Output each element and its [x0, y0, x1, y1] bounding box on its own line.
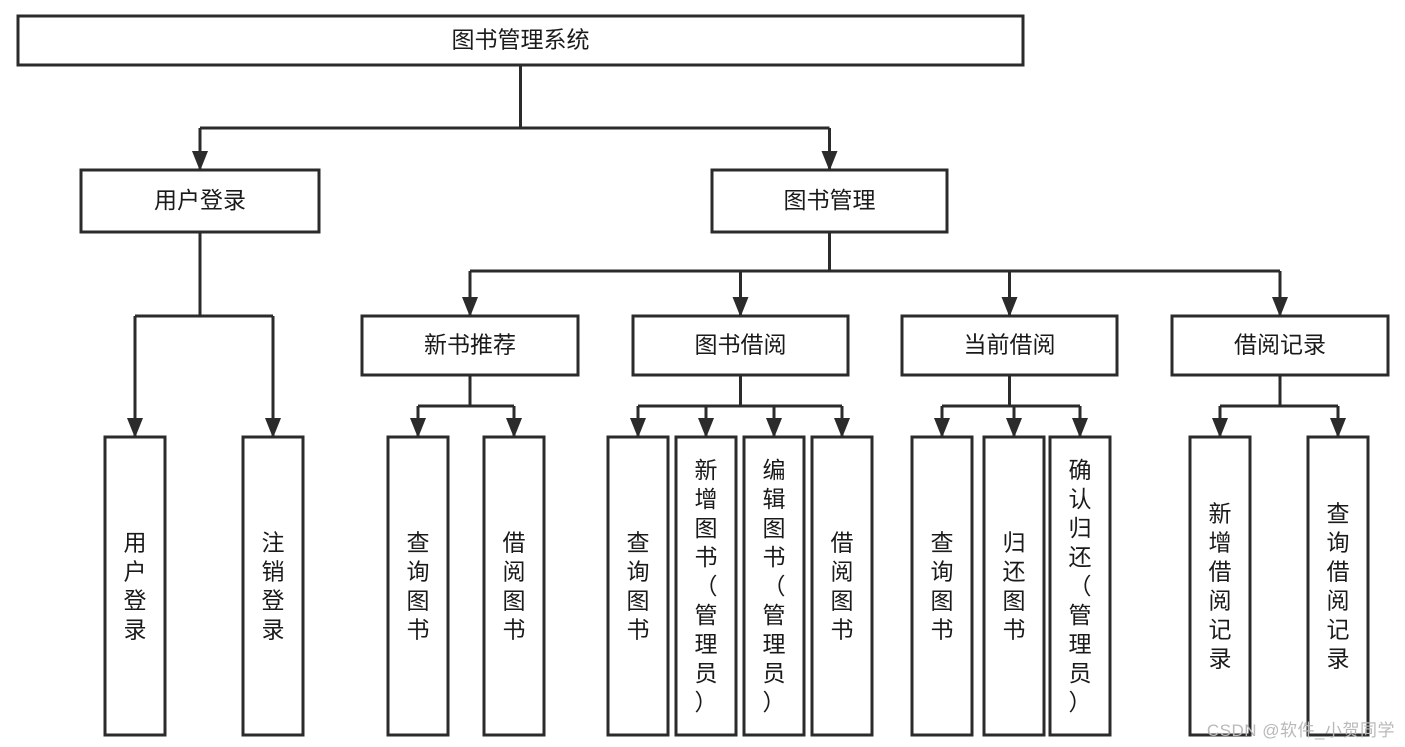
- arrow-head-icon: [1001, 297, 1018, 317]
- node-box: [241, 435, 305, 737]
- node-leaf-归还图书-9[interactable]: 归还图书: [982, 435, 1046, 737]
- node-leaf-用户登录-0[interactable]: 用户登录: [103, 435, 167, 737]
- node-label: 注销登录: [262, 530, 285, 643]
- node-label: 图书管理: [784, 187, 876, 213]
- node-l3-图书借阅-1[interactable]: 图书借阅: [631, 314, 850, 377]
- edge-group: [1212, 375, 1346, 438]
- edge-group: [462, 232, 1288, 317]
- node-label: 新书推荐: [424, 332, 516, 358]
- node-box: [1170, 314, 1390, 377]
- node-leaf-借阅图书-7[interactable]: 借阅图书: [810, 435, 874, 737]
- node-leaf-查询图书-2[interactable]: 查询图书: [386, 435, 450, 737]
- node-root-图书管理系统[interactable]: 图书管理系统: [16, 14, 1025, 67]
- node-box: [103, 435, 167, 737]
- arrow-head-icon: [1212, 418, 1228, 438]
- node-box: [1306, 435, 1370, 737]
- node-box: [482, 435, 546, 737]
- arrow-head-icon: [934, 418, 950, 438]
- node-box: [386, 435, 450, 737]
- arrow-head-icon: [1072, 418, 1088, 438]
- arrow-head-icon: [1006, 418, 1022, 438]
- edge-group: [192, 65, 838, 171]
- node-box: [16, 14, 1025, 67]
- edge-group: [127, 232, 281, 438]
- node-box: [79, 168, 321, 234]
- arrow-head-icon: [410, 418, 426, 438]
- node-l2-用户登录-0[interactable]: 用户登录: [79, 168, 321, 234]
- node-l2-图书管理-1[interactable]: 图书管理: [710, 168, 949, 234]
- node-box: [674, 435, 738, 737]
- node-label: 借阅图书: [503, 530, 526, 643]
- node-box: [360, 314, 580, 377]
- node-label: 用户登录: [154, 187, 246, 213]
- node-label: 新增借阅记录: [1209, 501, 1232, 672]
- edge-group: [410, 375, 522, 438]
- node-label: 查询借阅记录: [1327, 501, 1350, 672]
- node-box: [810, 435, 874, 737]
- node-leaf-查询图书-8[interactable]: 查询图书: [910, 435, 974, 737]
- arrow-head-icon: [127, 418, 143, 438]
- node-label: 借阅记录: [1234, 332, 1326, 358]
- node-label: 查询图书: [627, 530, 650, 643]
- arrow-head-icon: [462, 297, 478, 317]
- node-leaf-新增图书管理员-5[interactable]: 新增图书（管理员）: [674, 435, 738, 737]
- node-leaf-借阅图书-3[interactable]: 借阅图书: [482, 435, 546, 737]
- node-leaf-确认归还管理员-10[interactable]: 确认归还（管理员）: [1048, 435, 1112, 737]
- node-box: [910, 435, 974, 737]
- node-leaf-查询图书-4[interactable]: 查询图书: [606, 435, 670, 737]
- arrow-head-icon: [192, 151, 208, 171]
- arrow-head-icon: [732, 297, 749, 317]
- edge-group: [934, 375, 1088, 438]
- node-box: [1048, 435, 1112, 737]
- node-l3-新书推荐-0[interactable]: 新书推荐: [360, 314, 580, 377]
- node-label: 编辑图书（管理员）: [763, 457, 786, 715]
- node-box: [631, 314, 850, 377]
- node-leaf-编辑图书管理员-6[interactable]: 编辑图书（管理员）: [742, 435, 806, 737]
- node-label: 确认归还（管理员）: [1069, 457, 1092, 715]
- node-box: [710, 168, 949, 234]
- node-label: 归还图书: [1003, 530, 1026, 643]
- node-label: 借阅图书: [831, 530, 854, 643]
- node-label: 新增图书（管理员）: [695, 457, 718, 715]
- node-leaf-查询借阅记录-12[interactable]: 查询借阅记录: [1306, 435, 1370, 737]
- node-box: [606, 435, 670, 737]
- node-label: 图书管理系统: [452, 27, 590, 53]
- node-label: 查询图书: [407, 530, 430, 643]
- node-label: 图书借阅: [695, 332, 787, 358]
- node-leaf-注销登录-1[interactable]: 注销登录: [241, 435, 305, 737]
- node-label: 当前借阅: [964, 332, 1056, 358]
- node-label: 查询图书: [931, 530, 954, 643]
- node-layer: 图书管理系统用户登录图书管理新书推荐图书借阅当前借阅借阅记录用户登录注销登录查询…: [16, 14, 1390, 737]
- connector-layer: [127, 65, 1346, 438]
- arrow-head-icon: [506, 418, 522, 438]
- arrow-head-icon: [630, 418, 646, 438]
- node-label: 用户登录: [124, 530, 147, 643]
- node-box: [982, 435, 1046, 737]
- node-leaf-新增借阅记录-11[interactable]: 新增借阅记录: [1188, 435, 1252, 737]
- arrow-head-icon: [834, 418, 850, 438]
- arrow-head-icon: [766, 418, 782, 438]
- node-box: [742, 435, 806, 737]
- node-box: [1188, 435, 1252, 737]
- arrow-head-icon: [1272, 297, 1288, 317]
- edge-group: [630, 375, 850, 438]
- arrow-head-icon: [698, 418, 714, 438]
- node-l3-借阅记录-3[interactable]: 借阅记录: [1170, 314, 1390, 377]
- arrow-head-icon: [1330, 418, 1346, 438]
- node-l3-当前借阅-2[interactable]: 当前借阅: [900, 314, 1119, 377]
- arrow-head-icon: [821, 151, 838, 171]
- node-box: [900, 314, 1119, 377]
- arrow-head-icon: [265, 418, 281, 438]
